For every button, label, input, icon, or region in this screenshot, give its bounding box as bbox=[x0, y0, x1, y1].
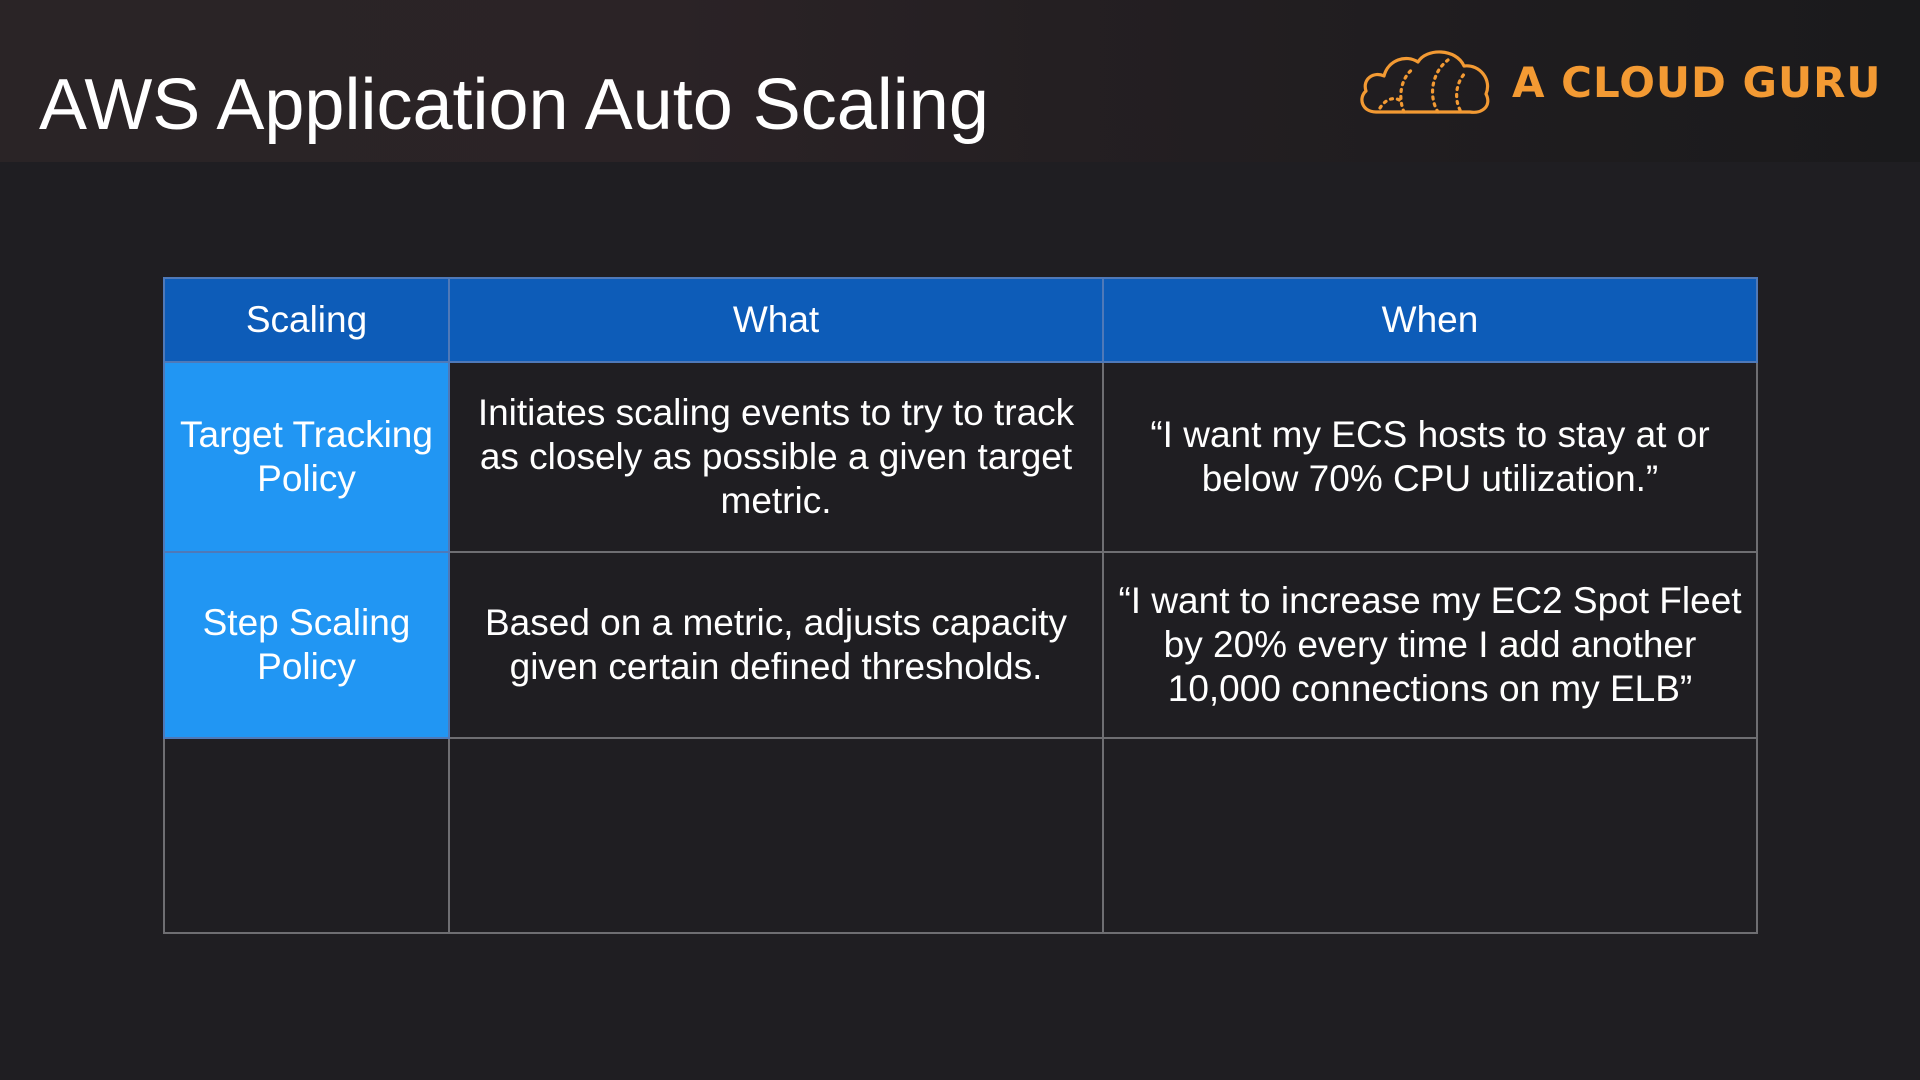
column-header-scaling: Scaling bbox=[163, 277, 450, 363]
scaling-label-cell bbox=[163, 737, 450, 934]
when-cell: “I want my ECS hosts to stay at or below… bbox=[1102, 361, 1758, 553]
what-cell bbox=[448, 737, 1104, 934]
header-band bbox=[0, 0, 1920, 162]
scaling-label-cell: Target Tracking Policy bbox=[163, 361, 450, 553]
scaling-label-cell: Step Scaling Policy bbox=[163, 551, 450, 739]
when-cell bbox=[1102, 737, 1758, 934]
scaling-table: Scaling What When Target Tracking Policy… bbox=[163, 277, 1758, 934]
table-row bbox=[163, 737, 1758, 934]
table-row: Step Scaling Policy Based on a metric, a… bbox=[163, 551, 1758, 739]
column-header-what: What bbox=[448, 277, 1104, 363]
brand-logo: A CLOUD GURU bbox=[1356, 42, 1882, 122]
slide-title: AWS Application Auto Scaling bbox=[39, 65, 989, 145]
what-cell: Based on a metric, adjusts capacity give… bbox=[448, 551, 1104, 739]
table-row: Target Tracking Policy Initiates scaling… bbox=[163, 361, 1758, 553]
table-header-row: Scaling What When bbox=[163, 277, 1758, 363]
when-cell: “I want to increase my EC2 Spot Fleet by… bbox=[1102, 551, 1758, 739]
what-cell: Initiates scaling events to try to track… bbox=[448, 361, 1104, 553]
cloud-logo-icon bbox=[1360, 50, 1490, 114]
column-header-when: When bbox=[1102, 277, 1758, 363]
brand-name: A CLOUD GURU bbox=[1512, 57, 1882, 107]
